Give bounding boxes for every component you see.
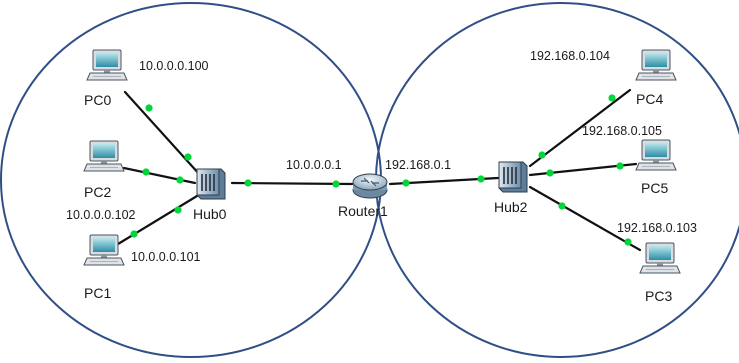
pc-icon: [639, 242, 681, 274]
link-light: [142, 168, 150, 176]
lan-boundary-left: [0, 2, 382, 358]
pc2-ip-label: 10.0.0.0.102: [66, 208, 136, 222]
pc5-label: PC5: [641, 180, 668, 196]
hub0-label: Hub0: [193, 206, 227, 222]
link-light: [244, 179, 252, 187]
link-light: [402, 179, 410, 187]
pc2[interactable]: [83, 140, 125, 172]
link-light: [477, 175, 485, 183]
link-light: [616, 162, 624, 170]
link-light: [176, 176, 184, 184]
pc3-ip-label: 192.168.0.103: [617, 221, 697, 235]
hub-icon: [498, 161, 528, 193]
pc1-label: PC1: [84, 285, 111, 301]
hub2[interactable]: [498, 161, 528, 193]
link-light: [624, 238, 632, 246]
link-light: [145, 104, 153, 112]
pc-icon: [635, 49, 677, 81]
pc0-ip-label: 10.0.0.0.100: [139, 59, 209, 73]
links: [116, 88, 642, 252]
hub0[interactable]: [196, 168, 226, 200]
pc3[interactable]: [639, 242, 681, 274]
pc4[interactable]: [635, 49, 677, 81]
pc-icon: [86, 49, 128, 81]
pc0[interactable]: [86, 49, 128, 81]
link-pc0-hub0[interactable]: [123, 90, 202, 177]
router1-right-ip-label: 192.168.0.1: [385, 158, 451, 172]
link-light: [332, 180, 340, 188]
link-light: [538, 151, 546, 159]
pc3-label: PC3: [645, 288, 672, 304]
pc4-ip-label: 192.168.0.104: [530, 49, 610, 63]
pc-icon: [83, 234, 125, 266]
router-icon: [352, 173, 388, 199]
link-hub2-pc4[interactable]: [528, 88, 632, 168]
link-light: [608, 94, 616, 102]
pc5[interactable]: [635, 139, 677, 171]
pc0-label: PC0: [84, 92, 111, 108]
hub2-label: Hub2: [494, 199, 528, 215]
pc-icon: [83, 140, 125, 172]
link-light: [130, 230, 138, 238]
link-light: [174, 206, 182, 214]
link-light: [558, 202, 566, 210]
link-hub2-pc3[interactable]: [528, 185, 642, 252]
link-hub0-router1[interactable]: [230, 181, 354, 186]
link-pc2-hub0[interactable]: [122, 166, 197, 185]
router1[interactable]: [352, 173, 388, 199]
pc2-label: PC2: [84, 184, 111, 200]
router1-left-ip-label: 10.0.0.0.1: [286, 158, 342, 172]
pc1[interactable]: [83, 234, 125, 266]
pc1-ip-label: 10.0.0.0.101: [131, 250, 201, 264]
pc5-ip-label: 192.168.0.105: [582, 124, 662, 138]
pc4-label: PC4: [636, 91, 663, 107]
pc-icon: [635, 139, 677, 171]
hub-icon: [196, 168, 226, 200]
link-light: [184, 153, 192, 161]
router1-label: Router1: [338, 203, 388, 219]
link-lights: [130, 94, 632, 246]
link-light: [546, 169, 554, 177]
